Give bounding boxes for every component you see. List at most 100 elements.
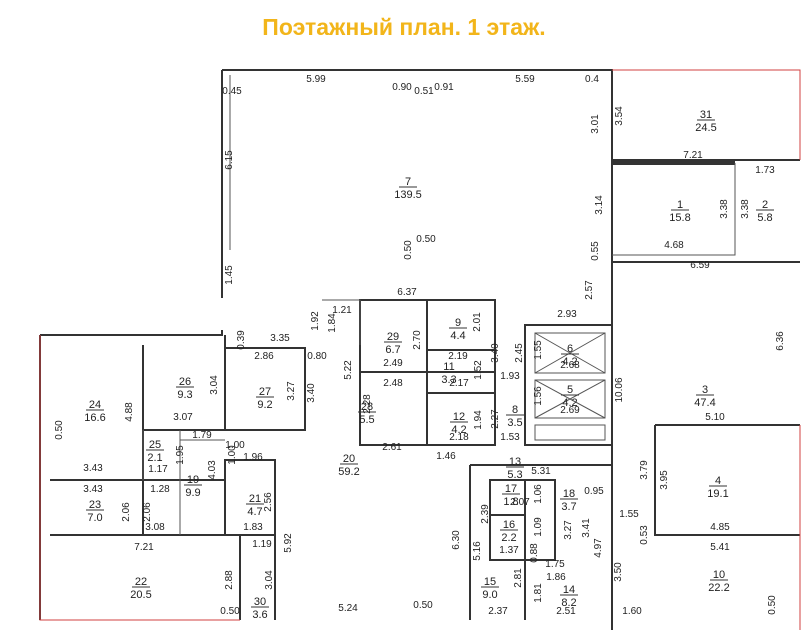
dimension-v: 1.81 xyxy=(533,583,544,603)
room-number: 29 xyxy=(387,331,399,343)
room-area: 9.0 xyxy=(482,589,497,601)
dimension-v: 1.00 xyxy=(227,445,238,465)
room-number: 25 xyxy=(149,439,161,451)
room-label: 159.0 xyxy=(481,576,499,601)
room-number: 4 xyxy=(715,475,721,487)
room-number: 27 xyxy=(259,386,271,398)
dimension-v: 1.06 xyxy=(533,484,544,504)
room-label: 171.8 xyxy=(502,483,520,508)
dimension-v: 1.56 xyxy=(533,386,544,406)
dimension-h: 5.99 xyxy=(306,74,326,85)
dimension-h: 1.96 xyxy=(243,452,263,463)
room-label: 419.1 xyxy=(707,475,728,500)
dimension-h: 2.49 xyxy=(383,358,403,369)
dimension-h: 2.07 xyxy=(510,497,530,508)
room-area: 4.4 xyxy=(450,330,465,342)
dimension-h: 0.50 xyxy=(413,600,433,611)
dimension-h: 2.51 xyxy=(556,606,576,617)
dimension-h: 2.37 xyxy=(488,606,508,617)
room-area: 20.5 xyxy=(130,589,151,601)
dimension-v: 1.94 xyxy=(473,410,484,430)
dimension-v: 1.92 xyxy=(310,311,321,331)
dimension-h: 7.21 xyxy=(134,542,154,553)
wall-segment xyxy=(222,69,800,263)
room-area: 6.7 xyxy=(385,344,400,356)
room-number: 11 xyxy=(443,361,454,373)
room-number: 14 xyxy=(563,584,575,596)
room-label: 252.1 xyxy=(146,439,164,464)
dimension-v: 6.36 xyxy=(775,331,786,351)
dimension-h: 7.21 xyxy=(683,150,703,161)
dimension-v: 0.50 xyxy=(403,240,414,260)
room-label: 113.3 xyxy=(440,361,458,386)
red-line xyxy=(39,335,240,621)
room-label: 183.7 xyxy=(560,488,578,513)
elevator-shafts xyxy=(534,332,606,441)
thin-lines xyxy=(142,75,736,535)
dimension-h: 6.59 xyxy=(690,260,710,271)
dimension-v: 3.27 xyxy=(286,381,297,401)
dimension-v: 2.39 xyxy=(480,504,491,524)
elevator-shaft xyxy=(534,379,606,419)
room-number: 1 xyxy=(677,199,683,211)
dimension-v: 2.06 xyxy=(142,502,153,522)
dimension-v: 2.70 xyxy=(412,330,423,350)
dimension-v: 2.56 xyxy=(263,492,274,512)
dimension-h: 1.60 xyxy=(622,606,642,617)
room-number: 24 xyxy=(89,399,101,411)
dimension-h: 1.19 xyxy=(252,539,272,550)
room-number: 20 xyxy=(343,453,355,465)
dimension-h: 1.17 xyxy=(148,464,168,475)
dimension-h: 5.59 xyxy=(515,74,535,85)
elevator-cross xyxy=(534,379,606,419)
dimension-v: 6.30 xyxy=(451,530,462,550)
dimension-h: 0.50 xyxy=(220,606,240,617)
room-label: 162.2 xyxy=(500,519,518,544)
dimension-v: 5.92 xyxy=(283,533,294,553)
room-area: 2.2 xyxy=(501,532,516,544)
room-label: 25.8 xyxy=(756,199,774,224)
dimension-h: 0.51 xyxy=(414,86,434,97)
dimension-h: 0.4 xyxy=(585,74,599,85)
dimension-h: 5.10 xyxy=(705,412,725,423)
room-number: 6 xyxy=(567,343,573,355)
room-area: 19.1 xyxy=(707,488,728,500)
dimension-h: 2.61 xyxy=(382,442,402,453)
room-label: 237.0 xyxy=(86,499,104,524)
dimension-v: 4.03 xyxy=(207,460,218,480)
room-number: 17 xyxy=(505,483,517,495)
dimension-v: 2.01 xyxy=(472,312,483,332)
dimension-v: 1.84 xyxy=(327,313,338,333)
dimension-v: 10.06 xyxy=(614,377,625,402)
room-label: 347.4 xyxy=(694,384,715,409)
room-number: 19 xyxy=(187,474,199,486)
dimension-h: 1.79 xyxy=(192,430,212,441)
dimension-v: 1.95 xyxy=(175,445,186,465)
room-number: 15 xyxy=(484,576,496,588)
dimension-h: 2.17 xyxy=(449,378,469,389)
dimension-h: 1.75 xyxy=(545,559,565,570)
room-area: 4.2 xyxy=(451,424,466,436)
room-number: 10 xyxy=(713,569,725,581)
room-area: 5.5 xyxy=(359,414,374,426)
room-number: 8 xyxy=(512,404,518,416)
thin-line xyxy=(322,299,361,345)
dimension-v: 0.55 xyxy=(590,241,601,261)
room-area: 2.1 xyxy=(147,452,162,464)
dimension-h: 2.68 xyxy=(560,360,580,371)
dimension-v: 0.53 xyxy=(639,525,650,545)
dimension-h: 4.68 xyxy=(664,240,684,251)
red-outline xyxy=(39,69,801,630)
dimension-v: 3.40 xyxy=(306,383,317,403)
room-label: 124.2 xyxy=(450,411,468,436)
room-label: 64.2 xyxy=(561,343,579,368)
dimension-h: 3.08 xyxy=(145,522,165,533)
room-label: 303.6 xyxy=(251,596,269,621)
dimension-v: 0.50 xyxy=(767,595,778,615)
dimension-v: 1.52 xyxy=(473,360,484,380)
dimension-h: 3.07 xyxy=(173,412,193,423)
